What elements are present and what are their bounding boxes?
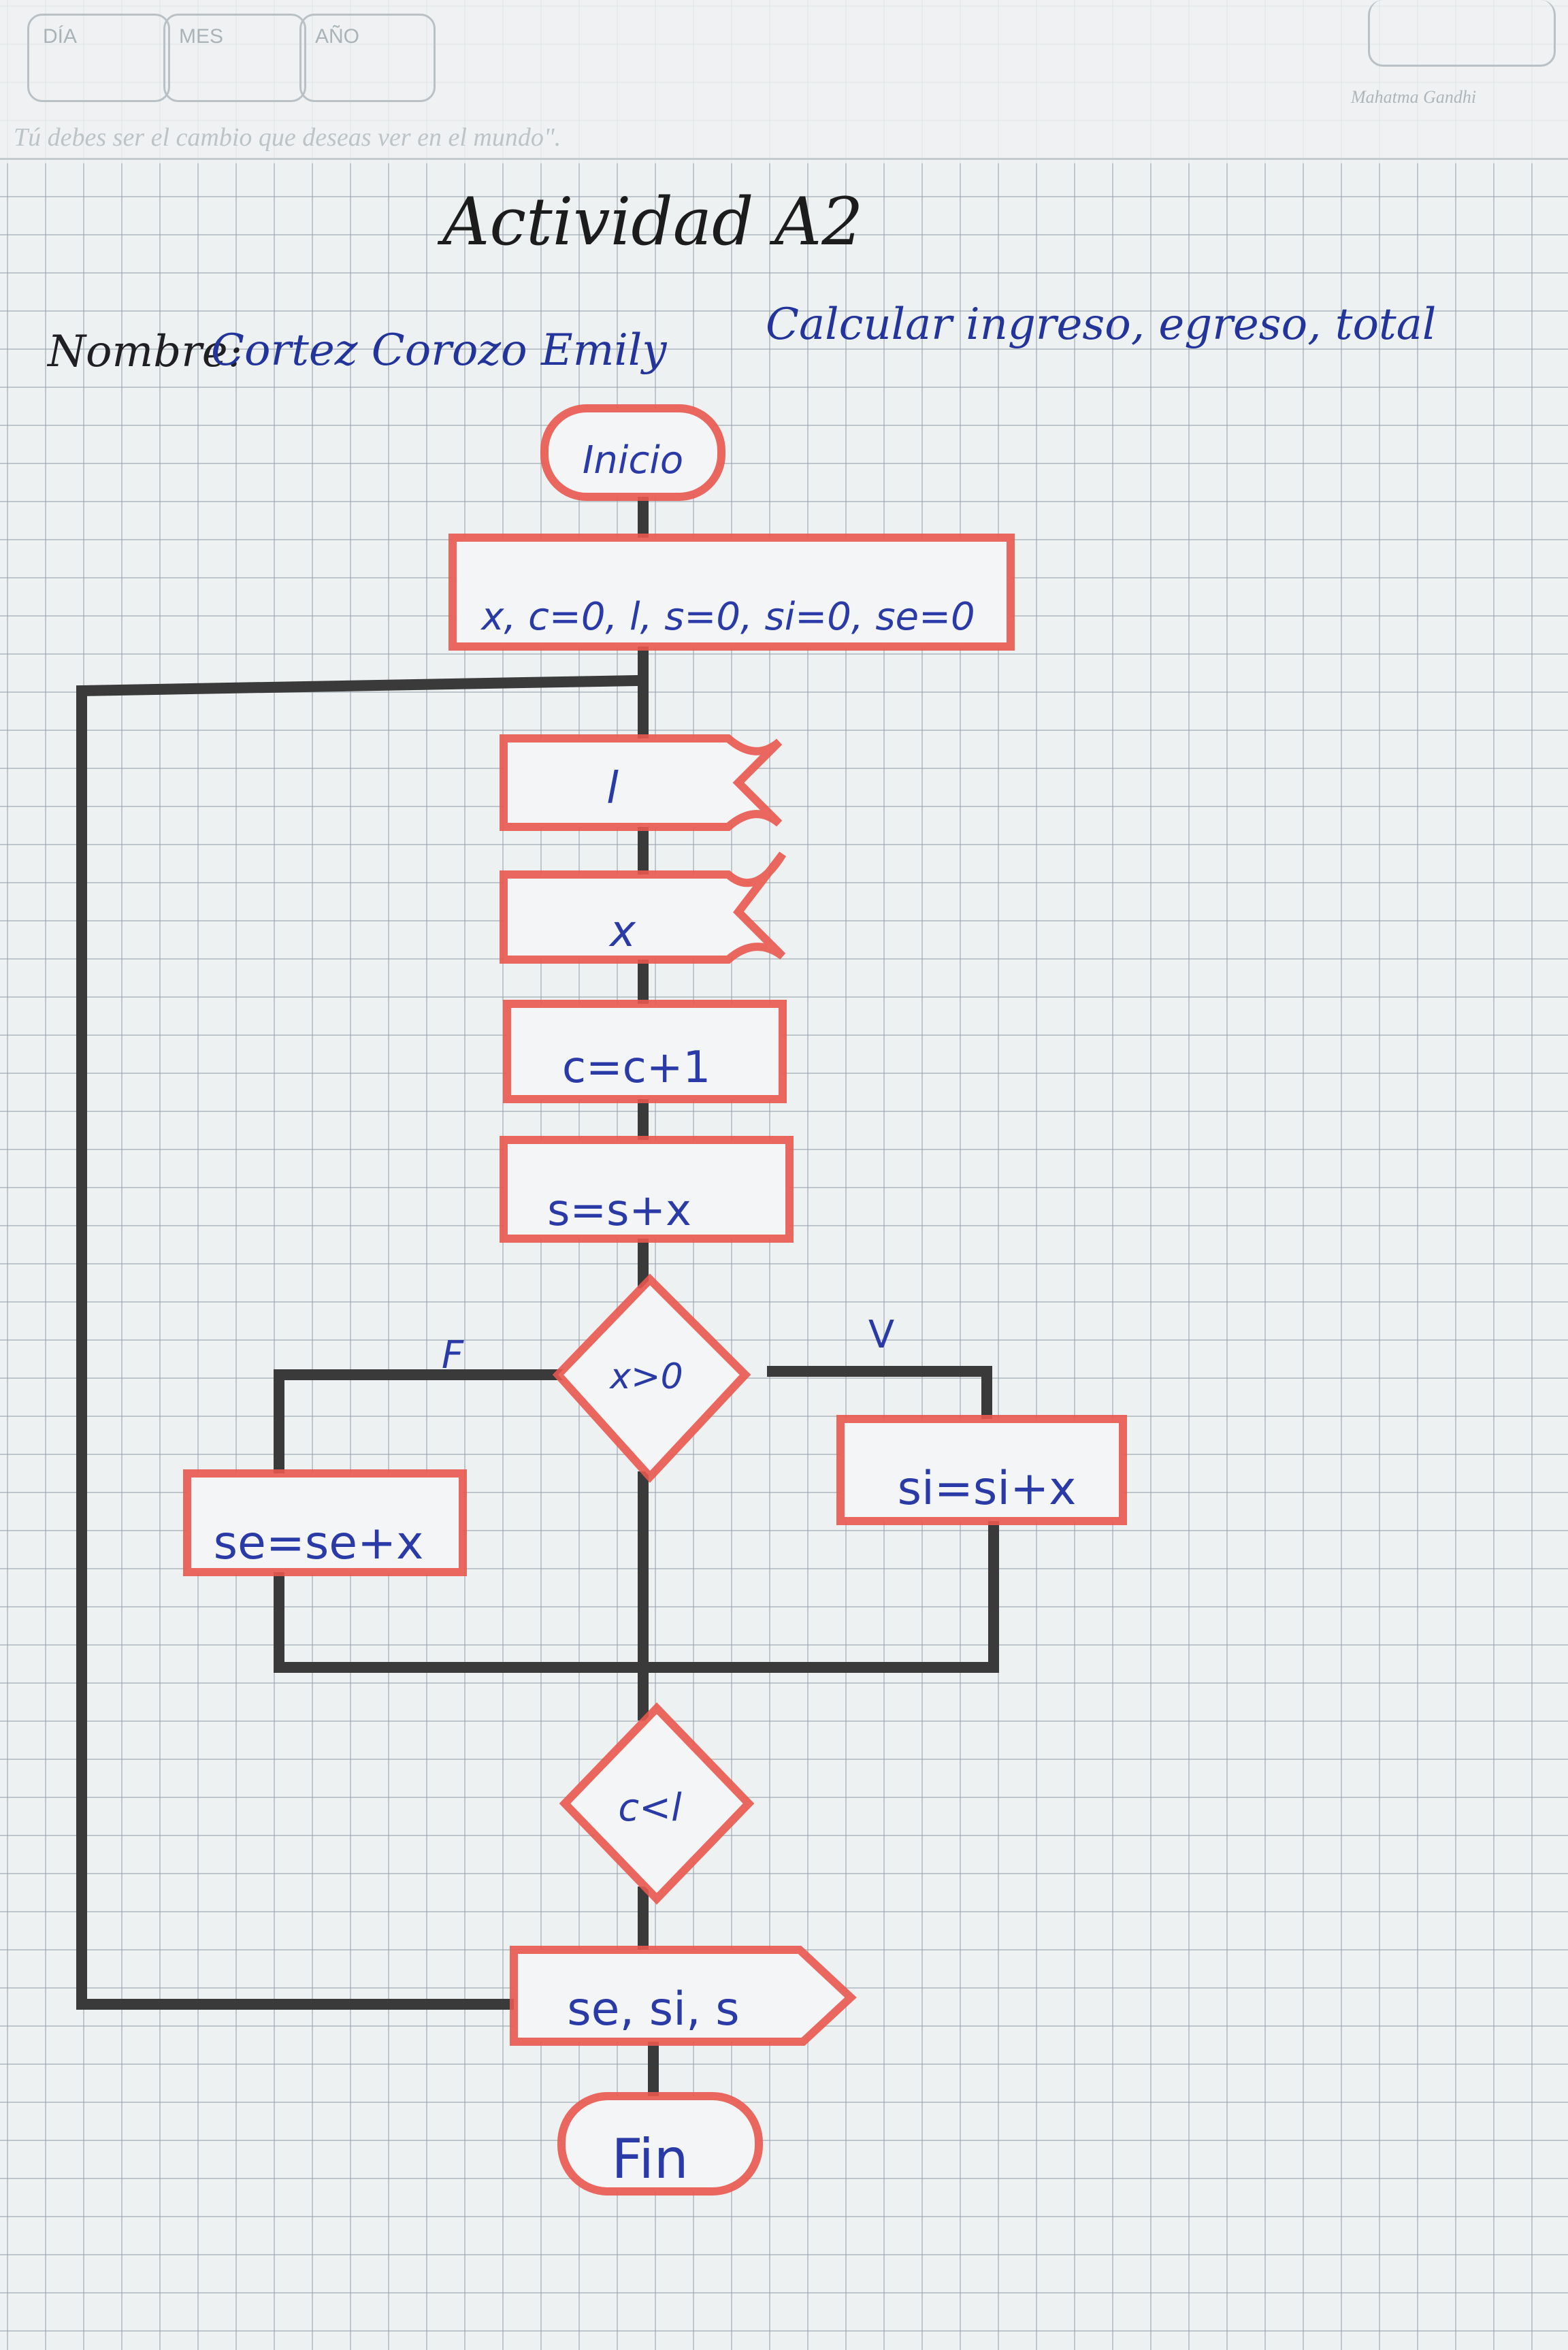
counter-label: c=c+1 xyxy=(562,1043,710,1093)
input-x-label: x xyxy=(608,907,636,957)
init-process-box xyxy=(448,534,1015,651)
output-label: se, si, s xyxy=(567,1982,739,2036)
input-l-label: l xyxy=(606,764,619,814)
decision-diamond xyxy=(552,1273,751,1483)
start-terminal xyxy=(540,404,725,501)
quote: Tú debes ser el cambio que deseas ver en… xyxy=(14,123,561,152)
day-label: DÍA xyxy=(43,25,78,48)
page-title: Actividad A2 xyxy=(442,184,864,260)
false-label: F xyxy=(442,1333,464,1377)
branch-merge-line xyxy=(274,1369,999,1673)
true-branch-line xyxy=(767,1366,992,1428)
header-strip xyxy=(0,0,1568,163)
false-branch-box xyxy=(183,1469,467,1576)
loop-decision-diamond xyxy=(559,1702,755,1905)
counter-process-box xyxy=(503,1000,787,1103)
name-label: Nombre: xyxy=(48,327,243,377)
start-label: Inicio xyxy=(583,438,683,483)
false-branch-label: se=se+x xyxy=(214,1516,424,1570)
init-label: x, c=0, l, s=0, si=0, se=0 xyxy=(480,595,975,639)
date-year-box: AÑO xyxy=(299,14,436,102)
end-label: Fin xyxy=(611,2127,688,2191)
output-box xyxy=(510,1946,857,2046)
true-label: V xyxy=(868,1313,894,1357)
name-value: Cortez Corozo Emily xyxy=(211,325,667,376)
corner-box xyxy=(1368,0,1556,67)
year-label: AÑO xyxy=(315,25,360,48)
input-x-box xyxy=(500,851,787,964)
decision-label: x>0 xyxy=(608,1356,683,1397)
loop-back-line xyxy=(76,674,642,2010)
loop-condition-label: c<l xyxy=(618,1786,682,1830)
month-label: MES xyxy=(179,25,224,48)
date-month-box: MES xyxy=(163,14,306,102)
sum-label: s=s+x xyxy=(547,1186,691,1236)
task-description: Calcular ingreso, egreso, total xyxy=(766,299,1437,350)
sum-process-box xyxy=(500,1136,794,1243)
true-branch-box xyxy=(836,1415,1127,1525)
true-branch-label: si=si+x xyxy=(898,1462,1077,1516)
end-terminal xyxy=(557,2092,763,2196)
input-l-box xyxy=(500,734,783,831)
page-rule xyxy=(0,158,1568,160)
date-day-box: DÍA xyxy=(27,14,170,102)
quote-author: Mahatma Gandhi xyxy=(1351,87,1477,107)
